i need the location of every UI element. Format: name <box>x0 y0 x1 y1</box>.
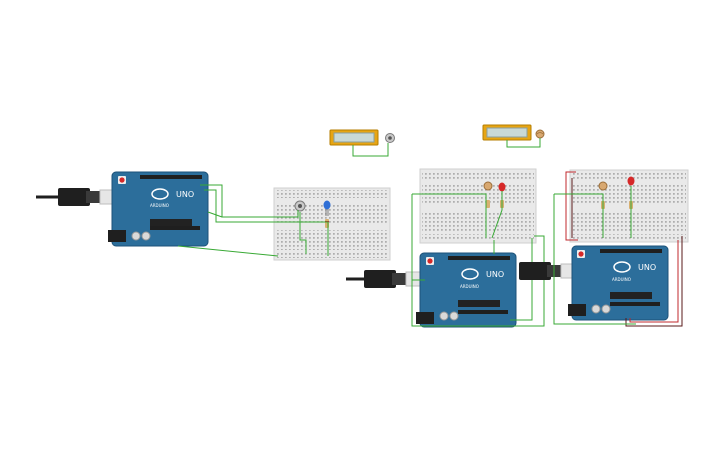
photoresistor-lcd-2[interactable] <box>535 129 545 139</box>
arduino-uno-board-1[interactable]: UNO ARDUINO <box>108 171 209 247</box>
lcd-display-2[interactable] <box>482 124 532 141</box>
wire-lcd-1 <box>352 143 389 157</box>
arduino-uno-board-3[interactable]: UNO ARDUINO <box>568 245 669 321</box>
board-brand-label-3: UNO <box>638 263 656 272</box>
blue-led[interactable] <box>323 200 331 217</box>
board-brand-label-1: UNO <box>176 190 194 199</box>
lcd-display-1[interactable] <box>329 129 379 146</box>
breadboard-1[interactable] <box>273 187 391 261</box>
board-brand-label-2: UNO <box>486 270 504 279</box>
red-led-2[interactable] <box>498 182 506 192</box>
red-led-3[interactable] <box>627 176 635 186</box>
board-name-label-3: ARDUINO <box>612 277 631 282</box>
breadboard-2[interactable] <box>419 168 537 244</box>
wire-lcd-2 <box>506 138 541 148</box>
board-name-label-1: ARDUINO <box>150 203 169 208</box>
board-name-label-2: ARDUINO <box>460 284 479 289</box>
potentiometer-1[interactable] <box>294 200 306 212</box>
wires-board-3 <box>553 171 683 327</box>
potentiometer-lcd-1[interactable] <box>385 133 395 143</box>
arduino-uno-board-2[interactable]: UNO ARDUINO <box>416 252 517 328</box>
wires-board-1 <box>177 184 329 257</box>
photoresistor-2[interactable] <box>483 181 493 191</box>
photoresistor-3[interactable] <box>598 181 608 191</box>
